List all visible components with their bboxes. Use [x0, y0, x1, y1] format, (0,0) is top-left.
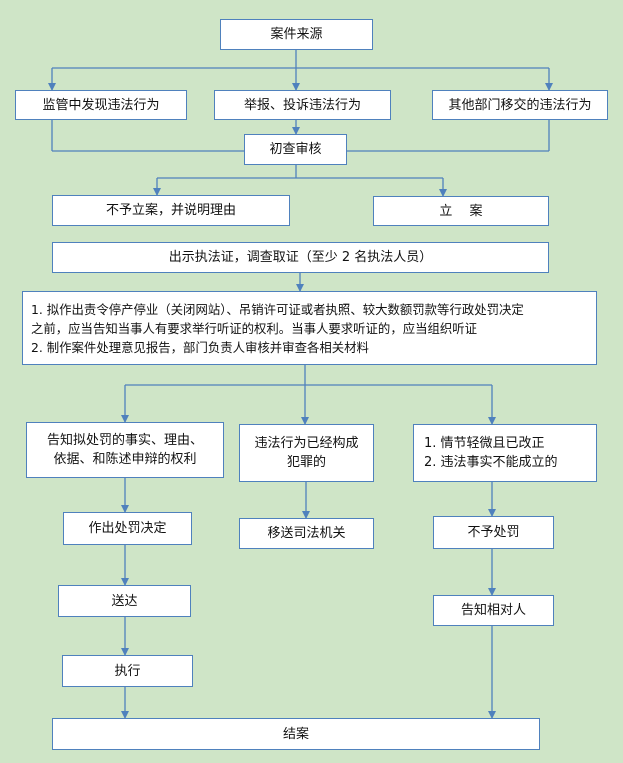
node-label: 立 案 [439, 203, 483, 219]
node-label: 初查审核 [269, 142, 322, 157]
node-show-certificate: 出示执法证，调查取证（至少 2 名执法人员） [52, 242, 549, 273]
procedure-line-2: 之前，应当告知当事人有要求举行听证的权利。当事人要求听证的，应当组织听证 [31, 320, 478, 336]
node-no-penalty: 不予处罚 [433, 516, 554, 549]
node-initial-review: 初查审核 [244, 134, 347, 165]
node-transfer-judicial: 移送司法机关 [239, 518, 374, 549]
node-label: 不予立案，并说明理由 [105, 203, 236, 218]
procedure-line-1: 1. 拟作出责令停产停业（关闭网站）、吊销许可证或者执照、较大数额罚款等行政处罚… [31, 301, 524, 317]
notify-rights-line-2: 依据、和陈述申辩的权利 [53, 452, 197, 467]
node-label: 举报、投诉违法行为 [243, 97, 361, 113]
node-label: 告知相对人 [460, 603, 526, 618]
node-procedure: 1. 拟作出责令停产停业（关闭网站）、吊销许可证或者执照、较大数额罚款等行政处罚… [22, 291, 597, 365]
node-deliver: 送达 [58, 585, 191, 617]
procedure-line-3: 2. 制作案件处理意见报告，部门负责人审核并审查各相关材料 [31, 339, 369, 355]
node-crime: 违法行为已经构成 犯罪的 [239, 424, 374, 482]
node-decision: 作出处罚决定 [63, 512, 192, 545]
node-minor: 1. 情节轻微且已改正 2. 违法事实不能成立的 [413, 424, 597, 482]
minor-line-2: 2. 违法事实不能成立的 [424, 455, 558, 470]
minor-line-1: 1. 情节轻微且已改正 [424, 436, 545, 451]
node-label: 作出处罚决定 [88, 521, 167, 536]
node-source-transfer: 其他部门移交的违法行为 [432, 90, 608, 120]
node-source-supervision: 监管中发现违法行为 [15, 90, 187, 120]
node-filing: 立 案 [373, 196, 549, 226]
node-label: 出示执法证，调查取证（至少 2 名执法人员） [168, 250, 433, 265]
notify-rights-line-1: 告知拟处罚的事实、理由、 [46, 433, 203, 448]
node-close-case: 结案 [52, 718, 540, 750]
crime-line-2: 犯罪的 [286, 455, 326, 470]
node-label: 监管中发现违法行为 [42, 97, 160, 113]
node-label: 送达 [111, 593, 138, 609]
node-source-report: 举报、投诉违法行为 [214, 90, 391, 120]
node-execute: 执行 [62, 655, 193, 687]
crime-line-1: 违法行为已经构成 [254, 436, 359, 451]
node-notify-rights: 告知拟处罚的事实、理由、 依据、和陈述申辩的权利 [26, 422, 224, 478]
node-notify-party: 告知相对人 [433, 595, 554, 626]
node-case-source: 案件来源 [220, 19, 373, 50]
node-label: 结案 [282, 726, 309, 742]
node-label: 其他部门移交的违法行为 [448, 97, 592, 113]
node-label: 移送司法机关 [267, 526, 346, 541]
node-label: 案件来源 [270, 27, 323, 42]
node-no-filing: 不予立案，并说明理由 [52, 195, 290, 226]
node-label: 执行 [114, 663, 141, 679]
node-label: 不予处罚 [467, 525, 520, 540]
